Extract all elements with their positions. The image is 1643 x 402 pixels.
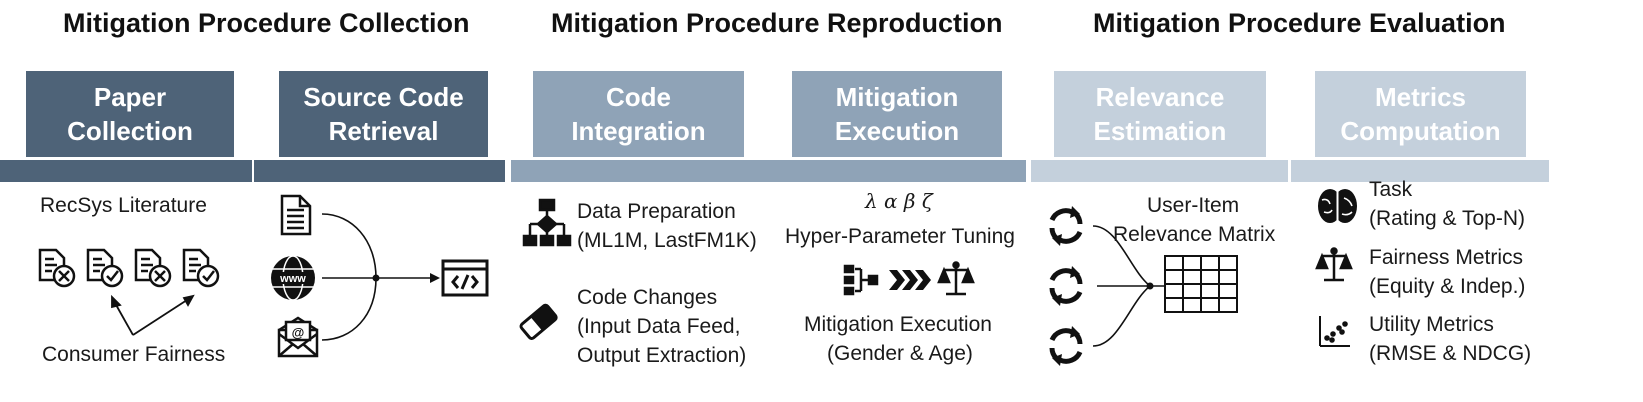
phase-bar-collection-right xyxy=(254,160,505,182)
utility-metrics-title: Utility Metrics xyxy=(1369,313,1494,336)
selection-arrows xyxy=(111,294,195,336)
relevance-matrix-line1: User-Item xyxy=(1147,194,1240,217)
recsys-literature-label: RecSys Literature xyxy=(40,194,207,217)
hyperparameter-tuning-label: Hyper-Parameter Tuning xyxy=(785,225,1015,248)
consumer-fairness-label: Consumer Fairness xyxy=(42,343,226,366)
flowchart-icon xyxy=(522,198,572,247)
refresh-icon xyxy=(1049,326,1083,366)
code-changes-detail-1: (Input Data Feed, xyxy=(577,315,741,338)
step-label-line2: Execution xyxy=(834,116,960,146)
brain-icon xyxy=(1318,189,1357,223)
code-changes-detail-2: Output Extraction) xyxy=(577,344,747,367)
step-label-line2: Integration xyxy=(571,116,706,146)
merge-node xyxy=(1146,282,1154,290)
data-preparation-detail: (ML1M, LastFM1K) xyxy=(577,229,757,252)
scatter-chart-icon xyxy=(1319,316,1350,347)
data-preparation-title: Data Preparation xyxy=(577,200,736,223)
refresh-icon xyxy=(1049,206,1083,246)
step-label-line1: Relevance xyxy=(1095,82,1225,112)
accepted-paper-icon xyxy=(86,248,124,288)
document-icon xyxy=(280,194,312,236)
merge-node xyxy=(372,274,380,282)
matrix-grid-icon xyxy=(1164,255,1238,313)
step-label-line2: Collection xyxy=(67,116,193,146)
task-detail: (Rating & Top-N) xyxy=(1369,207,1526,230)
phase-bar-evaluation-left xyxy=(1031,160,1288,182)
phase-bar-reproduction xyxy=(511,160,1026,182)
utility-metrics-detail: (RMSE & NDCG) xyxy=(1369,342,1532,365)
fairness-metrics-title: Fairness Metrics xyxy=(1369,246,1524,269)
rejected-paper-icon xyxy=(134,248,172,288)
arrow-head xyxy=(430,273,440,283)
code-changes-title: Code Changes xyxy=(577,286,718,309)
step-label-line1: Code xyxy=(606,82,671,112)
accepted-paper-icon xyxy=(182,248,220,288)
hyperparameter-symbols: λ α β ζ xyxy=(865,189,933,213)
mitigation-execution-label: Mitigation Execution xyxy=(804,313,992,336)
fairness-metrics-detail: (Equity & Indep.) xyxy=(1369,275,1526,298)
step-label-line1: Source Code xyxy=(303,82,464,112)
phase-title-evaluation: Mitigation Procedure Evaluation xyxy=(1093,8,1506,38)
svg-text:@: @ xyxy=(292,325,305,340)
step-label-line1: Metrics xyxy=(1374,82,1467,112)
refresh-icon xyxy=(1049,266,1083,306)
eraser-icon xyxy=(519,303,558,340)
relevance-matrix-line2: Relevance Matrix xyxy=(1113,223,1276,246)
merge-connector xyxy=(321,213,432,341)
phase-bar-evaluation-right xyxy=(1291,160,1549,182)
hierarchy-icon xyxy=(843,264,879,296)
mitigation-groups-label: (Gender & Age) xyxy=(827,342,973,365)
phase-bar-collection-left xyxy=(0,160,252,182)
scales-icon xyxy=(1315,247,1353,282)
phase-title-reproduction: Mitigation Procedure Reproduction xyxy=(551,8,1003,38)
svg-text:www: www xyxy=(279,273,306,285)
phase-title-collection: Mitigation Procedure Collection xyxy=(63,8,470,38)
code-window-icon xyxy=(441,259,489,297)
step-label-line2: Computation xyxy=(1340,116,1501,146)
chevrons-icon xyxy=(889,270,931,290)
step-label-line1: Paper xyxy=(93,82,167,112)
relevance-connector xyxy=(1092,225,1165,347)
step-label-line1: Mitigation xyxy=(835,82,959,112)
rejected-paper-icon xyxy=(38,248,76,288)
step-label-line2: Estimation xyxy=(1093,116,1227,146)
email-icon: @ xyxy=(277,316,319,358)
step-label-line2: Retrieval xyxy=(328,116,439,146)
task-title: Task xyxy=(1369,178,1413,201)
scales-icon xyxy=(937,261,975,296)
www-globe-icon: www xyxy=(271,255,315,301)
